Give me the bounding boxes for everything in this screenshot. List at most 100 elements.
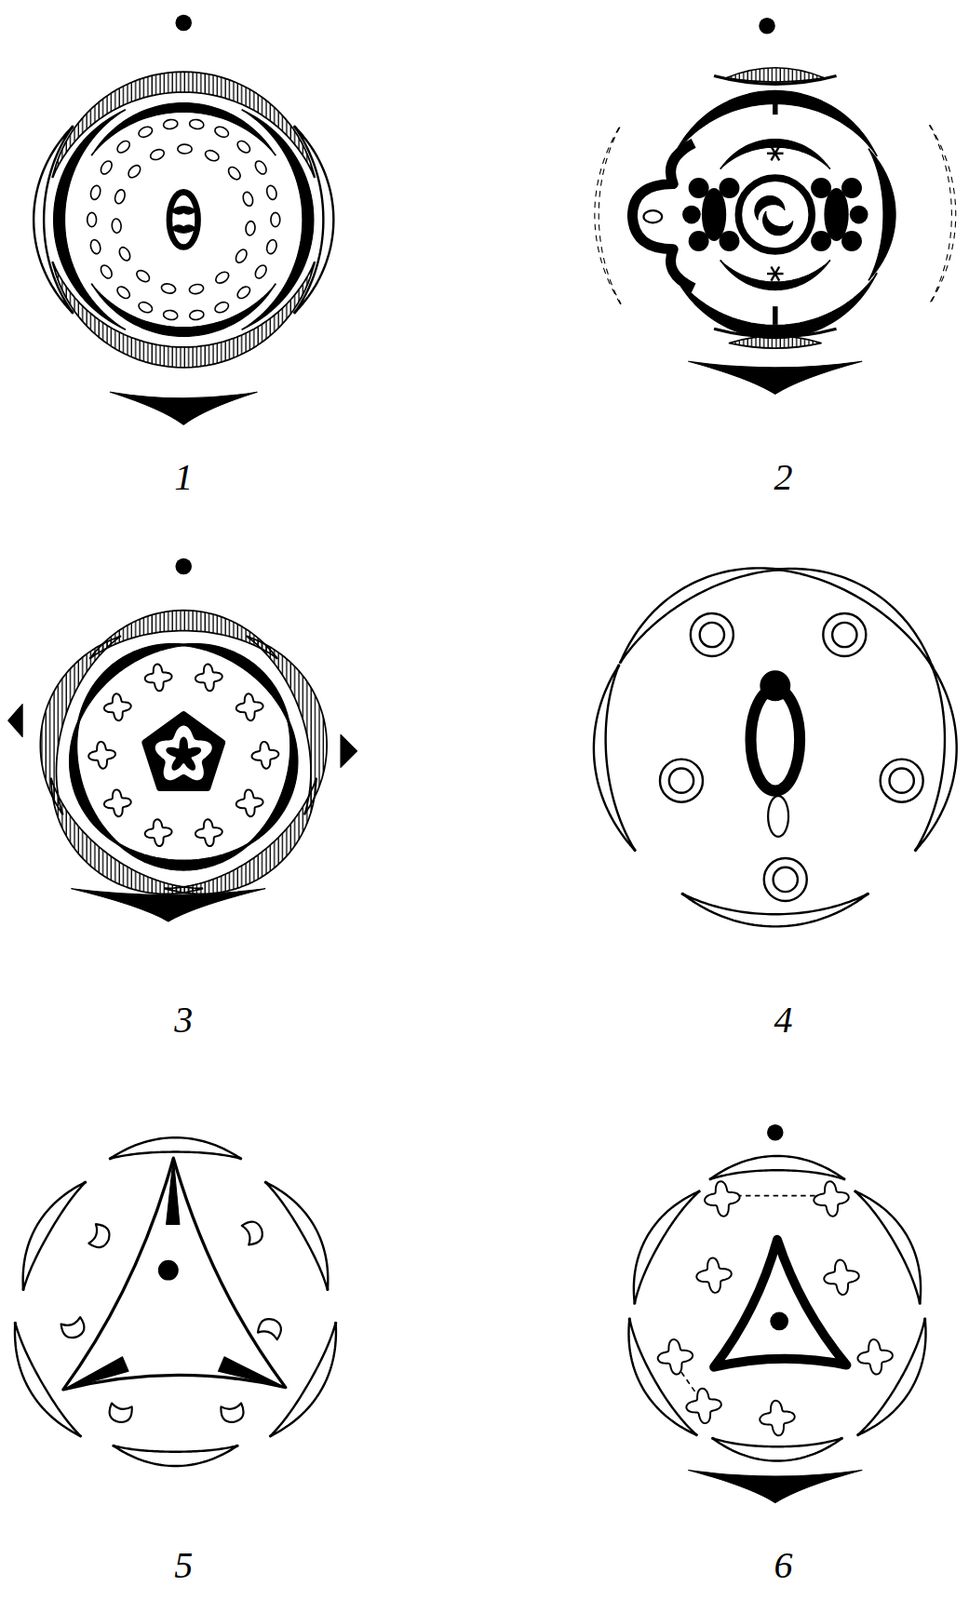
stamen — [759, 1400, 795, 1436]
stamen — [117, 245, 133, 263]
stamen — [89, 238, 103, 255]
tepal — [112, 1445, 238, 1467]
ovary — [751, 688, 801, 792]
tepal — [109, 1137, 242, 1159]
tepal — [633, 1191, 700, 1305]
placenta — [769, 1312, 789, 1332]
petal — [720, 138, 831, 169]
connation-line — [736, 1195, 816, 1198]
anther — [688, 177, 710, 199]
diagram-2 — [594, 17, 956, 394]
stamen — [188, 119, 205, 131]
stamen — [823, 1260, 859, 1295]
sepal — [90, 610, 278, 660]
sepal — [164, 778, 317, 894]
stamen — [764, 858, 808, 902]
petal — [69, 713, 126, 849]
tick — [772, 306, 778, 325]
stamen — [188, 309, 205, 322]
stamen — [236, 789, 264, 817]
stamen — [134, 268, 152, 284]
anther — [841, 177, 862, 199]
stamen — [88, 1223, 113, 1251]
stamen — [60, 1317, 88, 1342]
axis-dot — [758, 17, 776, 35]
stamen — [98, 263, 115, 281]
stamen — [148, 148, 166, 162]
bracteole — [713, 75, 836, 84]
petal — [53, 109, 126, 331]
stamen — [889, 768, 915, 794]
tick — [772, 94, 778, 115]
stamen — [686, 1388, 721, 1424]
axis-dot — [767, 1124, 784, 1142]
tepal — [915, 665, 957, 851]
stamen — [236, 693, 264, 721]
tepal — [854, 1191, 921, 1305]
figure-number: 4 — [774, 1001, 794, 1039]
stamen — [145, 819, 173, 847]
anther — [810, 230, 832, 252]
stamen — [126, 162, 144, 180]
stamen — [699, 622, 725, 647]
ovary — [63, 1157, 286, 1390]
ovule — [171, 206, 196, 215]
stamen — [107, 1402, 134, 1424]
ovary-angle — [63, 1357, 129, 1390]
tepal — [775, 568, 934, 669]
axis-dot — [174, 14, 192, 32]
stamen — [813, 1181, 848, 1216]
stamen — [98, 159, 115, 176]
stamen — [270, 212, 281, 227]
ovary-angle — [166, 1157, 180, 1225]
tepal — [628, 1318, 697, 1436]
ovary — [713, 1239, 847, 1368]
tepal — [593, 665, 636, 851]
tepal — [23, 1182, 86, 1291]
stamen — [213, 124, 230, 139]
stamen — [690, 613, 734, 657]
sepal-outline — [594, 124, 621, 304]
stamen — [136, 124, 154, 139]
stamen — [822, 613, 866, 657]
anther — [719, 177, 741, 199]
petal — [868, 148, 896, 281]
tepal — [619, 567, 781, 663]
anther — [810, 177, 832, 199]
figure-number: 2 — [774, 458, 794, 497]
stamen — [857, 1339, 892, 1374]
stamen — [659, 759, 703, 803]
nectary — [767, 146, 784, 161]
stamen — [214, 269, 231, 286]
petal — [175, 644, 291, 729]
diagram-4 — [593, 567, 957, 927]
stamen — [220, 1402, 246, 1424]
stamen — [195, 819, 223, 847]
stamen — [253, 263, 270, 281]
tepal — [857, 1318, 926, 1436]
stamen — [136, 300, 154, 315]
petal — [76, 644, 191, 729]
ovule — [754, 195, 785, 219]
stamen — [115, 284, 133, 301]
ovule — [763, 211, 794, 235]
ovule — [759, 670, 791, 701]
nectary — [767, 266, 784, 281]
petal — [242, 109, 314, 331]
bracteole — [340, 734, 358, 768]
figure-number: 3 — [174, 1001, 193, 1039]
petal — [242, 713, 298, 849]
bract — [688, 361, 862, 394]
stamen — [701, 188, 727, 242]
bract — [688, 1469, 862, 1503]
stamen — [195, 664, 223, 692]
petal — [91, 103, 276, 157]
anther — [841, 230, 862, 252]
stamen — [658, 1339, 693, 1374]
stamen — [696, 1257, 731, 1292]
figure-number: 5 — [174, 1547, 193, 1585]
stamen — [256, 1316, 284, 1341]
tepal — [710, 1156, 846, 1180]
connation-line — [681, 1372, 696, 1393]
